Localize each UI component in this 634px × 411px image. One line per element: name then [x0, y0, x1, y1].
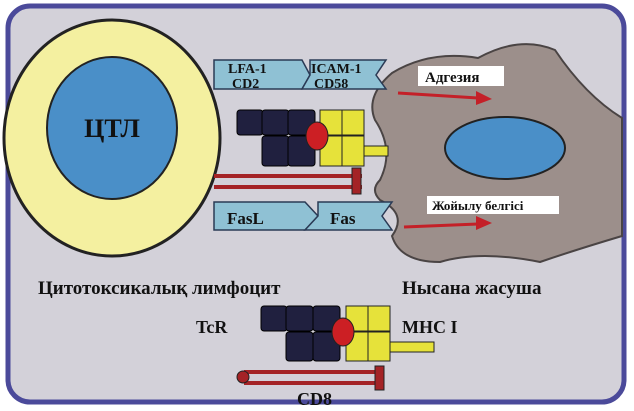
- cd58-label: CD58: [314, 77, 348, 92]
- legend-cd8-end: [236, 370, 250, 384]
- adhesion-label: Адгезия: [425, 70, 479, 86]
- legend-complex: [236, 305, 435, 391]
- tcr-block: [236, 109, 264, 136]
- mhc-stalk: [363, 145, 389, 157]
- adhesion-label-box: [418, 66, 504, 86]
- ctl-caption: Цитотоксикалық лимфоцит: [38, 278, 281, 299]
- legend-mhc-block: [367, 331, 391, 362]
- death-signal-label: Жойылу белгісі: [432, 198, 524, 213]
- legend-tcr-block: [285, 305, 314, 332]
- mhc-block: [341, 135, 365, 167]
- mhc-label: MHC I: [402, 317, 458, 337]
- legend-tcr-block: [260, 305, 288, 332]
- peptide: [305, 121, 329, 151]
- death-signal-label-box: [427, 196, 559, 214]
- legend-peptide: [331, 317, 355, 347]
- tcr-block: [261, 109, 290, 136]
- death-signal-arrow: [403, 222, 479, 229]
- legend-mhc-stalk: [389, 341, 435, 353]
- legend-tcr-block: [285, 331, 314, 362]
- synapse-complex-top: [214, 109, 389, 195]
- ctl-nucleus: [46, 56, 178, 200]
- target-cell-nucleus: [444, 116, 566, 180]
- cd8-rod-end: [351, 167, 362, 195]
- icam1-cd58-band: [300, 59, 388, 90]
- cd8-label: CD8: [297, 389, 332, 409]
- lfa1-label: LFA-1: [228, 62, 267, 77]
- adhesion-arrowhead: [476, 91, 492, 105]
- ctl-cell-label: ЦТЛ: [84, 114, 140, 143]
- death-signal-arrowhead: [476, 216, 492, 230]
- cd2-label: CD2: [232, 77, 259, 92]
- tcr-block: [261, 135, 290, 167]
- fas-band: [303, 201, 394, 231]
- target-caption: Нысана жасуша: [402, 278, 542, 299]
- icam1-label: ICAM-1: [311, 62, 362, 77]
- legend-mhc-block: [367, 305, 391, 332]
- fasl-label: FasL: [227, 209, 264, 228]
- adhesion-arrow: [397, 91, 479, 100]
- legend-cd8-rod-end: [374, 365, 385, 391]
- tcr-label: TcR: [196, 317, 228, 337]
- fas-label: Fas: [330, 209, 356, 228]
- mhc-block: [341, 109, 365, 136]
